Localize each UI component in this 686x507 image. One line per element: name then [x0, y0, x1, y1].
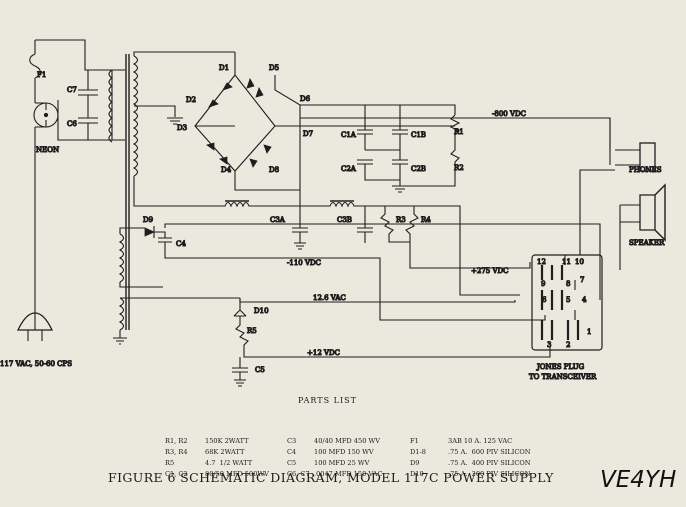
figure-caption: FIGURE 6 SCHEMATIC DIAGRAM, MODEL 117C P… [108, 470, 554, 485]
d2-label: D2 [186, 96, 196, 104]
connector-pin-label: 11 [562, 258, 571, 266]
plus275-label: +275 VDC [471, 267, 508, 275]
transformer-core [125, 54, 130, 330]
caps-c3a-c3b [292, 206, 373, 250]
connector-pin-label: 4 [582, 296, 587, 304]
c4-label: C4 [176, 240, 186, 248]
c3b-label: C3B [337, 216, 352, 224]
phones-jack [615, 149, 640, 166]
bridge-rectifier [194, 52, 300, 172]
connector-pin-label: 7 [580, 276, 584, 284]
r3-label: R3 [396, 216, 406, 224]
d6-label: D6 [300, 95, 311, 103]
d4-label: D4 [221, 166, 232, 174]
bleeders-r1-r2 [400, 114, 461, 187]
c5-label: C5 [255, 366, 265, 374]
filament-winding [118, 297, 125, 331]
mains-top-wire [35, 39, 112, 71]
d5-label: D5 [269, 64, 279, 72]
c6-label: C6 [67, 120, 77, 128]
connector-pin-label: 9 [541, 280, 545, 288]
c2b-label: C2B [411, 165, 426, 173]
connector-pin-label: 1 [587, 328, 591, 336]
d7-label: D7 [303, 130, 313, 138]
fuse-f1 [29, 53, 41, 79]
r4-label: R4 [421, 216, 431, 224]
bias-line [153, 226, 546, 321]
connector-pin-label: 3 [547, 341, 551, 349]
minus800-label: -800 VDC [492, 110, 526, 118]
diode-marks [206, 78, 272, 168]
hv-secondary [132, 55, 139, 177]
connector-pin-label: 5 [566, 296, 570, 304]
mains-plug [16, 312, 54, 331]
plus12-label: +12 VDC [307, 349, 340, 357]
resistors-r3-r4 [380, 206, 419, 243]
d1-label: D1 [219, 64, 229, 72]
filament-regulator [233, 298, 551, 358]
parts-list-title: PARTS LIST [298, 396, 357, 405]
jones-plug-label: JONES PLUG [536, 363, 585, 371]
speaker-label: SPEAKER [629, 239, 665, 247]
c1b-label: C1B [411, 131, 426, 139]
c7-label: C7 [67, 86, 77, 94]
vac126-label: 12.6 VAC [313, 294, 346, 302]
d9-label: D9 [143, 216, 153, 224]
callsign-watermark: VE4YH [600, 467, 677, 493]
f1-label: F1 [37, 71, 46, 79]
primary-winding [108, 69, 113, 143]
d10-label: D10 [254, 307, 269, 315]
jones-plug-sublabel: TO TRANSCEIVER [529, 373, 597, 381]
connector-pin-label: 6 [542, 296, 547, 304]
r2-label: R2 [454, 164, 464, 172]
mains-label: 117 VAC, 50-60 CPS [0, 360, 72, 368]
neon-label: NEON [36, 146, 59, 154]
c2a-label: C2A [341, 165, 357, 173]
speaker-magnet [639, 194, 656, 231]
connector-pin-label: 12 [537, 258, 546, 266]
connector-pin-label: 2 [566, 341, 570, 349]
parts-col3-values: 3AB 10 A. 125 VAC.75 A. 600 PIV SILICON.… [448, 437, 531, 478]
d3-label: D3 [177, 124, 187, 132]
minus110-label: -110 VDC [287, 259, 321, 267]
connector-pin-label: 10 [575, 258, 584, 266]
phones-label: PHONES [629, 166, 662, 174]
diode-d9 [144, 227, 155, 237]
r1-label: R1 [454, 128, 464, 136]
speaker-cone [654, 183, 666, 242]
d8-label: D8 [269, 166, 279, 174]
caps-c6-c7 [78, 70, 98, 140]
c1a-label: C1A [341, 131, 357, 139]
connector-pin-label: 8 [566, 280, 570, 288]
c3a-label: C3A [270, 216, 286, 224]
bias-winding [118, 233, 125, 283]
filter-caps-c1-c2 [357, 105, 408, 186]
choke-line [160, 201, 520, 296]
r5-label: R5 [247, 327, 257, 335]
